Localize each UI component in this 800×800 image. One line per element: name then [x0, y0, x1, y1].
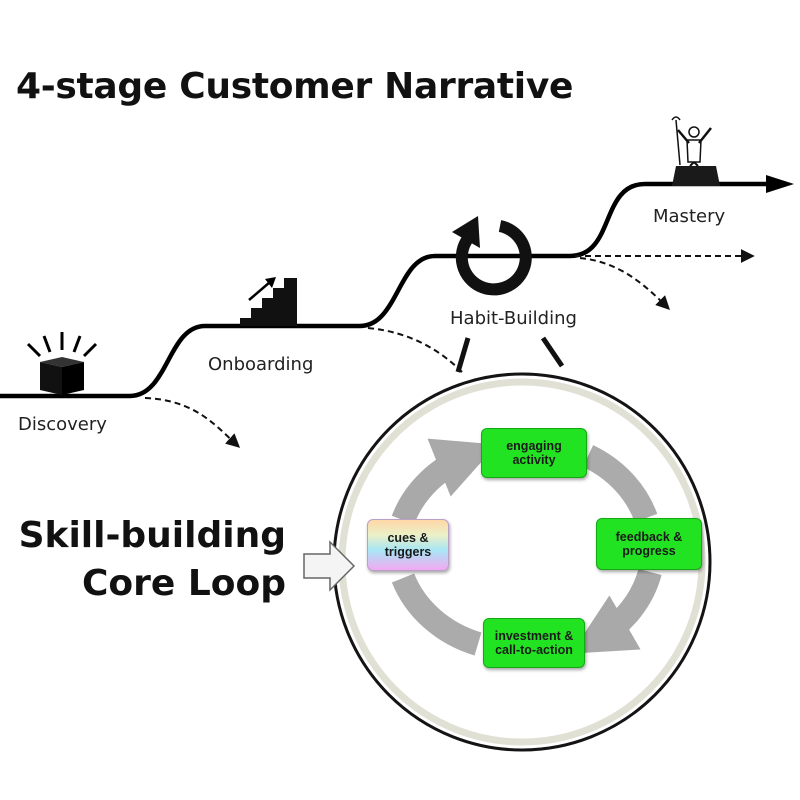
- node-feedback-progress-line1: feedback &: [615, 530, 683, 544]
- node-investment-cta: investment &call-to-action: [483, 618, 585, 668]
- node-engaging-activity-line1: engaging: [506, 439, 562, 453]
- stage-label-discovery: Discovery: [18, 414, 107, 435]
- journey-arrowhead: [766, 175, 794, 193]
- onboarding-dropoff-arrow: [367, 327, 463, 373]
- core-loop-pointer-arrow: [303, 540, 356, 592]
- node-cues-triggers-line1: cues &: [387, 531, 429, 545]
- stage-label-habit-building: Habit-Building: [450, 308, 577, 329]
- core-loop-label: Skill-building Core Loop: [0, 512, 286, 608]
- habit-dropoff-arrow-2: [579, 257, 670, 310]
- discovery-dropoff-arrow: [144, 397, 241, 448]
- glowing-box-icon: [26, 332, 98, 395]
- node-investment-cta-line1: investment &: [494, 629, 574, 643]
- stage-label-mastery: Mastery: [653, 206, 726, 227]
- page-title: 4-stage Customer Narrative: [16, 66, 574, 107]
- core-loop-arrows: [391, 438, 662, 656]
- stage-label-onboarding: Onboarding: [208, 354, 314, 375]
- journey-path: [0, 181, 768, 399]
- summit-figure-icon: [671, 116, 720, 186]
- core-loop-label-line2: Core Loop: [81, 563, 286, 604]
- zoom-line-left: [455, 337, 471, 373]
- node-feedback-progress-line2: progress: [622, 544, 676, 558]
- staircase-icon: [240, 277, 297, 326]
- node-engaging-activity-line2: activity: [512, 453, 556, 467]
- core-loop-label-line1: Skill-building: [18, 515, 286, 556]
- cycle-arrow-icon: [452, 216, 532, 296]
- node-cues-triggers: cues &triggers: [367, 519, 449, 571]
- node-cues-triggers-line2: triggers: [384, 545, 432, 559]
- node-feedback-progress: feedback &progress: [596, 518, 702, 570]
- zoom-line-right: [540, 336, 565, 368]
- node-investment-cta-line2: call-to-action: [495, 643, 573, 657]
